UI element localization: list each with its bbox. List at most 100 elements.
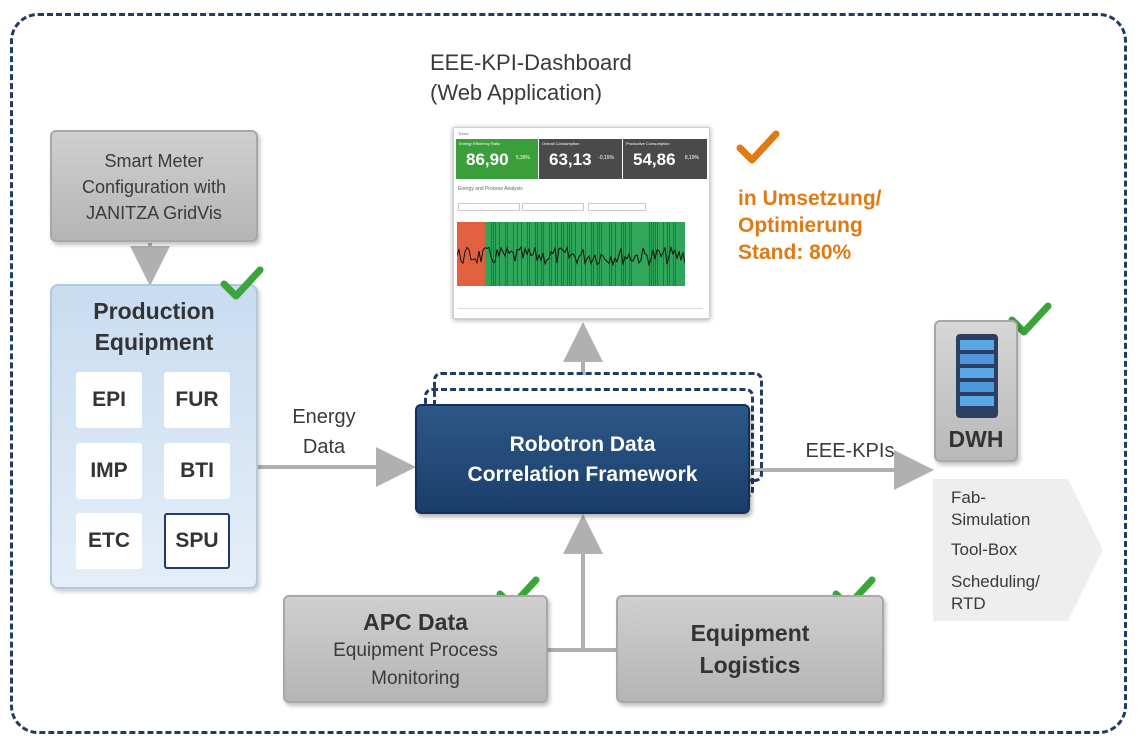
equipment-bti: BTI [164,443,230,499]
dashboard-title-line-2: (Web Application) [430,80,603,105]
chart-stripe [649,222,650,286]
kpi-2-delta: -0,15% [598,155,614,161]
chart-stripe [557,222,558,286]
chart-stripe [517,222,518,286]
kpi-1-delta: 5,39% [515,155,530,161]
equipment-logistics-box: Equipment Logistics [616,595,884,703]
kpi-2-value: 63,13 [549,150,592,169]
energy-data-label: Energy Data [284,402,364,462]
chart-stripe [571,222,572,286]
eee-kpis-label: EEE-KPIs [805,440,895,462]
kpi-energy-efficiency: Energy Efficiency Ratio 86,90 5,39% [456,139,538,179]
equipment-imp: IMP [76,443,142,499]
smart-meter-box: Smart Meter Configuration with JANITZA G… [50,130,258,242]
dashboard-title-line-1: EEE-KPI-Dashboard [430,50,632,75]
unit-select [522,203,584,211]
logistics-line-1: Equipment [690,620,810,646]
outer-dashed-frame [10,13,1127,734]
status-text: in Umsetzung/ Optimierung Stand: 80% [738,185,882,266]
chart-stripe [561,222,562,286]
measure-select [458,203,520,211]
dashboard-section-title: Energy and Process Analysis [458,186,523,192]
chart-stripe [609,222,610,286]
dashboard-screenshot: Trend Energy Efficiency Ratio 86,90 5,39… [453,127,710,319]
production-title: Production Equipment [52,296,256,358]
energy-data-line-1: Energy [292,406,356,428]
chart-stripe [493,222,494,286]
chart-stripe [537,222,538,286]
smart-meter-line-1: Smart Meter [104,151,204,171]
smart-meter-line-2: Configuration with [81,177,227,197]
kpi-overall-consumption: Overall Consumption 63,13 -0,15% [539,139,622,179]
logistics-line-2: Logistics [699,652,801,678]
chart-stripe [549,222,550,286]
dashboard-header: Trend [458,131,469,136]
machine-select [588,203,646,211]
kpi-2-title: Overall Consumption [542,141,580,146]
dashboard-title: EEE-KPI-Dashboard (Web Application) [430,48,710,108]
chart-stripe [631,222,632,286]
chart-stripe [575,222,576,286]
production-title-line-2: Equipment [94,329,214,355]
chart-stripe [521,222,522,286]
chart-stripe [601,222,602,286]
dwh-server-box: DWH [934,320,1018,462]
chart-stripe [615,222,616,286]
chart-stripe [541,222,542,286]
dashboard-chart [457,222,685,286]
production-equipment-box: Production Equipment EPI FUR IMP BTI ETC… [50,284,258,589]
chart-stripe [529,222,530,286]
side-list-chevron [933,479,1103,621]
equipment-etc: ETC [76,513,142,569]
chart-stripe [597,222,598,286]
kpi-1-value: 86,90 [466,150,509,169]
smart-meter-line-3: JANITZA GridVis [86,203,222,223]
chart-stripe [535,222,536,286]
chart-stripe [491,222,492,286]
side-list: Fab- Simulation Tool-Box Scheduling/ RTD [933,479,1103,621]
chart-stripe [567,222,568,286]
status-line-1: in Umsetzung/ [738,187,882,210]
side-item-fab: Fab- [951,488,986,507]
check-dashboard-icon [736,130,780,164]
side-item-simulation: Simulation [951,510,1031,529]
kpi-productive-consumption: Productive Consumption 54,86 8,19% [623,139,707,179]
energy-data-line-2: Data [302,436,346,458]
kpi-1-title: Energy Efficiency Ratio [459,141,501,146]
check-production-icon [220,266,264,300]
kpi-3-value: 54,86 [633,150,676,169]
chart-stripe [563,222,564,286]
correlation-line-2: Correlation Framework [467,463,698,486]
chart-stripe [585,222,586,286]
status-line-3: Stand: 80% [738,241,852,264]
chart-stripe [495,222,496,286]
chart-stripe [655,222,656,286]
chart-stripe [663,222,664,286]
chart-stripe [623,222,624,286]
chart-bg-red [457,222,485,286]
chart-trace [457,245,685,267]
chart-stripe [611,222,612,286]
chart-stripe [569,222,570,286]
equipment-spu: SPU [164,513,230,569]
equipment-epi: EPI [76,372,142,428]
chart-stripe [507,222,508,286]
kpi-3-delta: 8,19% [684,155,699,161]
server-icon [956,334,998,418]
apc-title: APC Data [363,609,468,635]
side-item-rtd: RTD [951,594,986,613]
chart-stripe [551,222,552,286]
chart-stripe [657,222,658,286]
apc-line-2: Monitoring [371,668,460,689]
dwh-label: DWH [948,426,1004,452]
chart-stripe [599,222,600,286]
equipment-fur: FUR [164,372,230,428]
side-item-scheduling: Scheduling/ [951,572,1040,591]
kpi-3-title: Productive Consumption [626,141,670,146]
chart-stripe [625,222,626,286]
apc-data-box: APC Data Equipment Process Monitoring [283,595,548,703]
status-line-2: Optimierung [738,214,863,237]
production-title-line-1: Production [93,298,215,324]
chart-stripe [591,222,592,286]
